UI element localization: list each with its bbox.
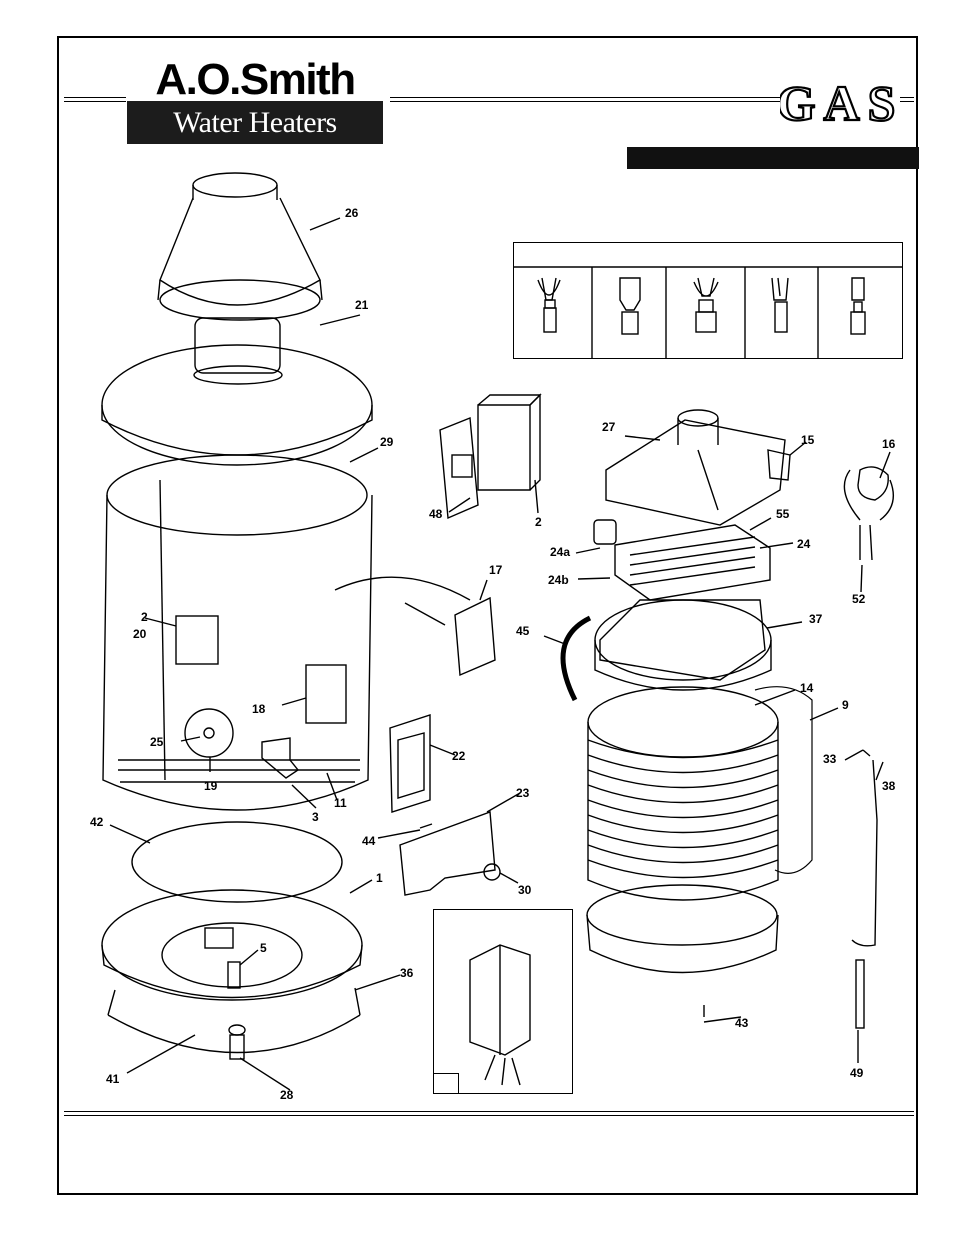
jacket-top <box>101 344 373 466</box>
header-rule-right <box>390 97 782 98</box>
draft-hood <box>157 172 323 385</box>
part-label-15: 15 <box>801 433 815 447</box>
base-ring <box>107 987 361 1060</box>
part-label-1: 1 <box>376 871 383 885</box>
part-label-2-right: 2 <box>535 515 542 529</box>
part-label-20: 20 <box>133 627 147 641</box>
part-label-24: 24 <box>797 537 811 551</box>
burner-tray <box>594 599 772 691</box>
part-label-24b: 24b <box>548 573 569 587</box>
part-label-52: 52 <box>852 592 866 606</box>
part-label-42: 42 <box>90 815 104 829</box>
part-label-30: 30 <box>518 883 532 897</box>
part-label-18: 18 <box>252 702 266 716</box>
access-door <box>389 714 431 813</box>
header-rule-left-2 <box>64 101 126 102</box>
footer-rule-2 <box>64 1115 914 1116</box>
skirt-ring <box>586 884 779 974</box>
inset-control <box>469 944 531 1086</box>
jacket <box>102 454 373 811</box>
heat-exchanger <box>593 519 771 601</box>
part-label-45: 45 <box>516 624 530 638</box>
part-label-48: 48 <box>429 507 443 521</box>
part-label-41: 41 <box>106 1072 120 1086</box>
pilot-assembly <box>843 466 894 561</box>
inset-detail-box <box>433 909 573 1094</box>
part-label-14: 14 <box>800 681 814 695</box>
inner-door <box>399 811 501 896</box>
page-frame <box>57 36 918 1195</box>
terminal-narrow-fork-icon <box>771 277 789 333</box>
fuel-type-badge: GAS <box>780 74 900 130</box>
part-label-37: 37 <box>809 612 823 626</box>
fuel-type-text: GAS <box>780 75 900 130</box>
part-label-17: 17 <box>489 563 503 577</box>
part-label-24a: 24a <box>550 545 571 559</box>
footer-rule <box>64 1111 914 1112</box>
header-rule-far-right <box>900 97 914 98</box>
terminal-types-box <box>513 242 903 359</box>
thermostat <box>334 576 496 677</box>
header-rule-right-2 <box>390 101 782 102</box>
terminal-spade-icon <box>619 277 641 335</box>
part-label-38: 38 <box>882 779 896 793</box>
combustion-chamber-cover <box>605 409 786 526</box>
part-label-44: 44 <box>362 834 376 848</box>
terminal-fork-icon <box>537 277 561 333</box>
part-label-43: 43 <box>735 1016 749 1030</box>
bottom-shield <box>131 821 343 903</box>
part-label-27: 27 <box>602 420 616 434</box>
insulation-wrap <box>754 686 813 874</box>
part-label-28: 28 <box>280 1088 294 1102</box>
part-label-22: 22 <box>452 749 466 763</box>
part-label-3: 3 <box>312 810 319 824</box>
part-label-49: 49 <box>850 1066 864 1080</box>
part-label-23: 23 <box>516 786 530 800</box>
inset-corner-box <box>433 1073 459 1094</box>
part-label-16: 16 <box>882 437 896 451</box>
header-rule-far-right-2 <box>900 101 914 102</box>
header-rule-left <box>64 97 126 98</box>
part-label-26: 26 <box>345 206 359 220</box>
junction-box <box>439 393 542 520</box>
part-label-9: 9 <box>842 698 849 712</box>
base-pan <box>101 889 363 1001</box>
brand-subline: Water Heaters <box>127 101 383 144</box>
part-label-29: 29 <box>380 435 394 449</box>
part-label-19: 19 <box>204 779 218 793</box>
part-label-25: 25 <box>150 735 164 749</box>
part-label-2-left: 2 <box>141 610 148 624</box>
part-label-11: 11 <box>334 796 347 810</box>
gasket <box>560 615 592 702</box>
part-label-5: 5 <box>260 941 267 955</box>
part-label-21: 21 <box>355 298 369 312</box>
dip-tube <box>851 759 878 947</box>
brand-name: A.O.Smith <box>155 55 356 104</box>
terminal-pin-icon <box>850 277 866 335</box>
shield-clip <box>767 449 791 481</box>
terminal-insulated-fork-icon <box>693 277 719 333</box>
part-label-36: 36 <box>400 966 414 980</box>
coil-tank <box>587 686 779 901</box>
part-label-33: 33 <box>823 752 837 766</box>
anode <box>855 959 865 1029</box>
title-banner <box>627 147 919 169</box>
part-label-55: 55 <box>776 507 790 521</box>
